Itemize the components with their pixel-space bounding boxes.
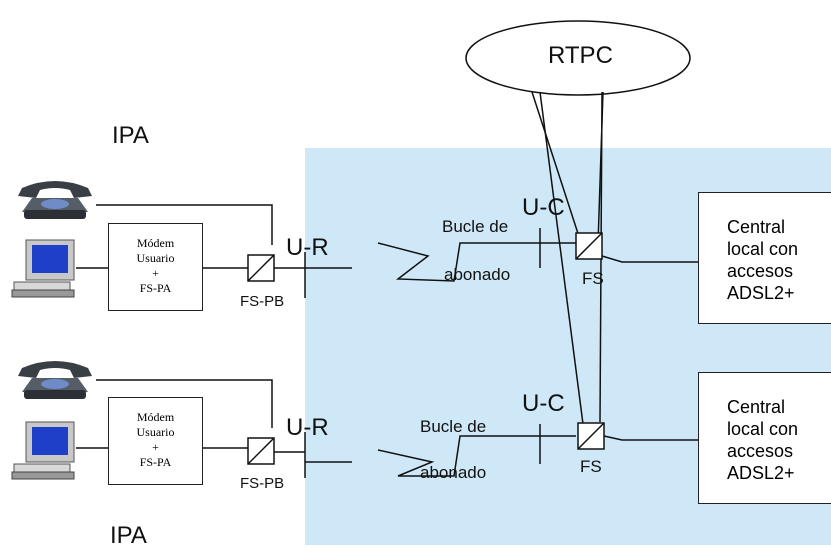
top-uc-label: U-C [522,194,565,221]
top-fs-label: FS [582,269,604,288]
modem-fs-pa: FS-PA [139,281,172,295]
telephone-icon [18,181,92,219]
central-line-4: ADSL2+ [727,462,795,483]
modem-plus: + [152,266,159,280]
top-central-box: Central local con accesos ADSL2+ [698,192,831,324]
computer-icon [11,421,75,480]
bottom-ur-label: U-R [286,414,329,441]
central-line-1: Central [727,397,786,417]
bottom-modem-box: Módem Usuario + FS-PA [108,397,203,485]
bottom-phone-wire [96,379,273,428]
central-line-1: Central [727,217,786,237]
top-ipa-label: IPA [112,122,149,149]
bottom-fs-to-central [603,435,698,441]
top-ur-label: U-R [286,234,329,261]
modem-plus: + [152,440,159,454]
rtpc-to-fs-top [531,91,585,253]
bottom-loop-label-2: abonado [420,463,487,482]
central-line-2: local con [727,418,799,439]
top-fs-to-central [601,255,698,263]
top-modem-box: Módem Usuario + FS-PA [108,223,203,311]
bottom-ipa-label: IPA [110,522,147,549]
bottom-uc-label: U-C [522,390,565,417]
top-subscriber-loop [377,242,576,282]
bottom-loop-label-1: Bucle de [420,417,487,436]
central-line-3: accesos [727,440,794,461]
modem-subtitle: Usuario [136,425,175,439]
rtpc-cloud [465,20,691,96]
rtpc-to-fs-bottom [539,91,584,425]
top-phone-wire [96,204,273,245]
central-line-3: accesos [727,260,794,281]
modem-title: Módem [136,410,175,424]
modem-title: Módem [136,236,175,250]
bottom-fs-label: FS [580,457,602,476]
bottom-fs-pb-label: FS-PB [240,475,285,492]
telephone-icon [18,361,92,399]
bottom-subscriber-loop [377,435,576,477]
top-loop-label-2: abonado [444,265,511,284]
bottom-central-box: Central local con accesos ADSL2+ [698,372,831,504]
modem-fs-pa: FS-PA [139,455,172,469]
computer-icon [11,239,75,298]
rtpc-label: RTPC [548,42,613,69]
modem-subtitle: Usuario [136,251,175,265]
central-line-2: local con [727,238,799,259]
top-loop-label-1: Bucle de [442,217,509,236]
top-fs-pb-label: FS-PB [240,293,285,310]
central-line-4: ADSL2+ [727,282,795,303]
